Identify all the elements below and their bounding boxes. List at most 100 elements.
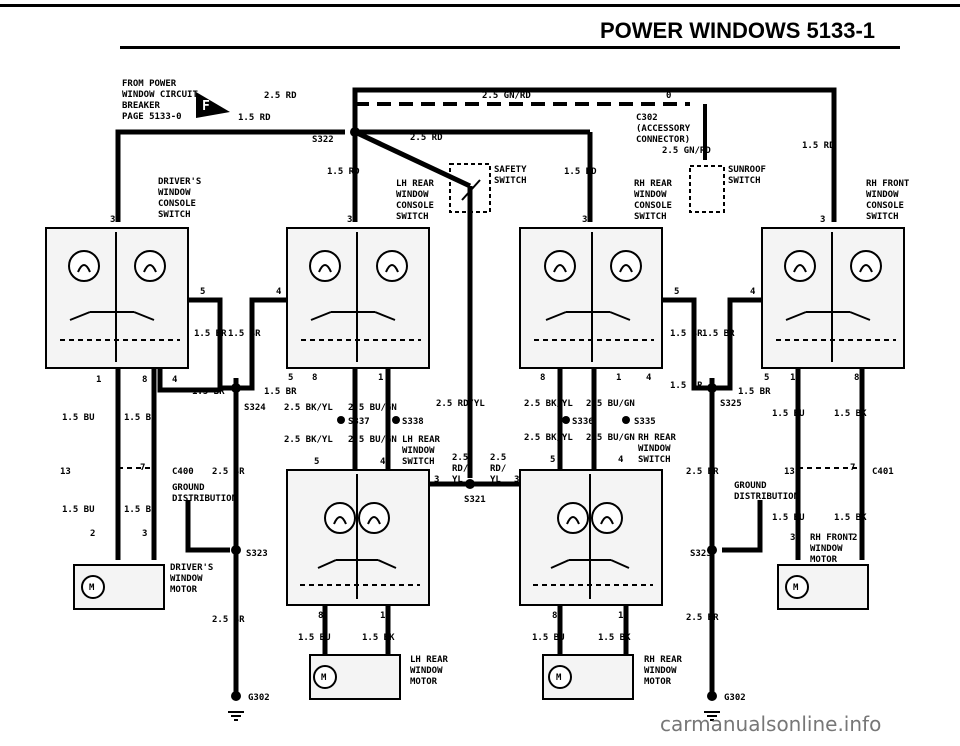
wire-label: 1.5 BR	[192, 387, 225, 397]
pin-label: 8	[142, 375, 147, 385]
wire-label: 1.5 BK	[834, 513, 867, 523]
rhr-switch-label-3: SWITCH	[638, 455, 671, 465]
lh-rear-window-motor	[309, 654, 401, 700]
lhr-console-label-3: CONSOLE	[396, 201, 434, 211]
pin-label: 8	[540, 373, 545, 383]
sunroof-label-2: SWITCH	[728, 176, 761, 186]
wire-label: 2.5 BK/YL	[524, 433, 573, 443]
pin-label: 3	[582, 215, 587, 225]
rhr-console-label-1: RH REAR	[634, 179, 673, 189]
ground-label-1: GROUND	[172, 483, 205, 493]
wire-label: 1.5 BR	[194, 329, 227, 339]
watermark: carmanualsonline.info	[660, 712, 882, 736]
wire-label: 2.5 RD	[264, 91, 297, 101]
wire-label: 1.5 BK	[124, 413, 157, 423]
s338-label: S338	[402, 417, 424, 427]
g302-label: G302	[724, 693, 746, 703]
wire-label: 2.5 BU/GN	[348, 435, 397, 445]
lhr-switch-label-2: WINDOW	[402, 446, 435, 456]
wire-label: 1.5 BU	[62, 505, 95, 515]
rhr-switch-label-2: WINDOW	[638, 444, 671, 454]
wire-label: 1.5 BU	[298, 633, 331, 643]
lhr-switch-label-3: SWITCH	[402, 457, 435, 467]
wire-label: 1.5 BR	[264, 387, 297, 397]
pin-label: 8	[854, 373, 859, 383]
wire-label: 1.5 BU	[772, 513, 805, 523]
pin-label: 5	[288, 373, 293, 383]
pin-label: 1	[96, 375, 101, 385]
wire-label: 2.5	[452, 453, 468, 463]
rhf-console-label-3: CONSOLE	[866, 201, 904, 211]
pin-label: 13	[784, 467, 795, 477]
rhf-console-label-2: WINDOW	[866, 190, 899, 200]
pin-label: 1	[380, 611, 385, 621]
rhr-motor-label-2: WINDOW	[644, 666, 677, 676]
ground-label-2: DISTRIBUTION	[172, 494, 237, 504]
pin-label: 5	[550, 455, 555, 465]
drivers-window-motor	[73, 564, 165, 610]
drv-motor-label-1: DRIVER'S	[170, 563, 213, 573]
wire-label: 2.5 BR	[212, 615, 245, 625]
drv-console-label-4: SWITCH	[158, 210, 191, 220]
lhr-motor-label-2: WINDOW	[410, 666, 443, 676]
lhr-motor-label-1: LH REAR	[410, 655, 449, 665]
source-label-3: BREAKER	[122, 101, 161, 111]
wire-label: 1.5 BU	[532, 633, 565, 643]
sunroof-switch	[689, 165, 725, 213]
pin-label: 13	[60, 467, 71, 477]
drv-console-label-2: WINDOW	[158, 188, 191, 198]
wire-label: 2.5 BR	[686, 613, 719, 623]
wire-label: 1.5 BK	[362, 633, 395, 643]
motor-m: M	[321, 673, 327, 683]
wire-label: 2.5 BK/YL	[524, 399, 573, 409]
wire-label: 2.5	[490, 453, 506, 463]
pin-label: 4	[380, 457, 386, 467]
drv-console-label-3: CONSOLE	[158, 199, 196, 209]
top-rule	[0, 4, 960, 7]
source-label-1: FROM POWER	[122, 79, 177, 89]
wire-label: 2.5 GN/RD	[482, 91, 531, 101]
wire-label: 1.5 BR	[670, 329, 703, 339]
wire-label: RD/	[452, 464, 468, 474]
pin-label: 4	[618, 455, 624, 465]
contact-bars	[60, 232, 896, 599]
pin-label: 3	[347, 215, 352, 225]
svg-text:F: F	[202, 99, 210, 114]
safety-label-2: SWITCH	[494, 176, 527, 186]
rhr-motor-label-3: MOTOR	[644, 677, 672, 687]
wire-label: RD/	[490, 464, 506, 474]
wire-label: 2.5 GN/RD	[662, 146, 711, 156]
wire-label: 1.5 RD	[238, 113, 271, 123]
motor-m: M	[793, 583, 799, 593]
wire-label: 1.5 BR	[738, 387, 771, 397]
ground-label-1: GROUND	[734, 481, 767, 491]
pin-label: 4	[646, 373, 652, 383]
wire-label: 2.5 RD/YL	[436, 399, 485, 409]
pin-label: 3	[142, 529, 147, 539]
wire-label: 1.5 RD	[564, 167, 597, 177]
drv-motor-label-3: MOTOR	[170, 585, 198, 595]
c302-label: C302	[636, 113, 658, 123]
wire-label: 1.5 BR	[228, 329, 261, 339]
pin-label: 5	[674, 287, 679, 297]
rh-front-window-motor	[777, 564, 869, 610]
wire-label: 1.5 RD	[327, 167, 360, 177]
wire-label: 2.5 BU/GN	[586, 433, 635, 443]
rhf-motor-label-1: RH FRONT	[810, 533, 854, 543]
fuse-symbol: F	[196, 92, 230, 118]
wire-label: 2.5 BU/GN	[586, 399, 635, 409]
s323-label: S323	[246, 549, 268, 559]
pin-label: 1	[618, 611, 623, 621]
splice-dots	[231, 127, 717, 701]
lhr-switch-label-1: LH REAR	[402, 435, 441, 445]
wire-label: 2.5 RD	[410, 133, 443, 143]
rhr-console-label-4: SWITCH	[634, 212, 667, 222]
sunroof-label-1: SUNROOF	[728, 165, 766, 175]
pin-label: 8	[552, 611, 557, 621]
s335-label: S335	[634, 417, 656, 427]
wire-label: 1.5 BK	[834, 409, 867, 419]
rhf-console-label-4: SWITCH	[866, 212, 899, 222]
pin-label: 1	[616, 373, 621, 383]
page-title: POWER WINDOWS 5133-1	[600, 18, 876, 43]
